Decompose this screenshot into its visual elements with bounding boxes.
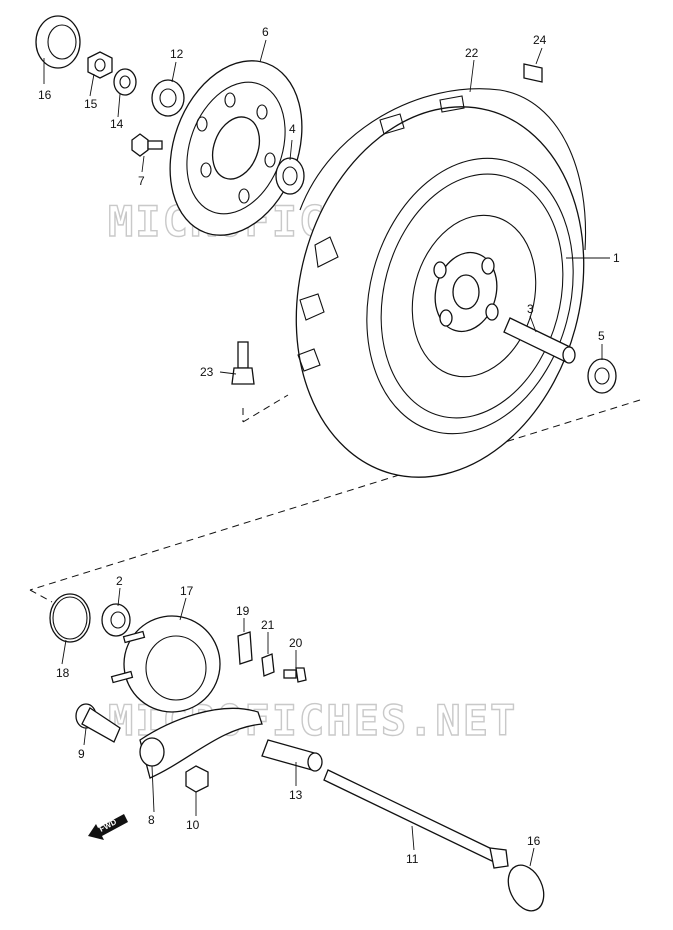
alignment-lines bbox=[29, 394, 641, 603]
bearing-4 bbox=[275, 157, 305, 195]
callout-4: 4 bbox=[289, 122, 296, 136]
callout-13: 13 bbox=[289, 788, 303, 802]
spacer-13 bbox=[261, 739, 323, 772]
leader-lines bbox=[43, 39, 610, 867]
callout-8: 8 bbox=[148, 813, 155, 827]
callout-19: 19 bbox=[236, 604, 250, 618]
callout-22: 22 bbox=[465, 46, 479, 60]
callout-24: 24 bbox=[533, 33, 547, 47]
adjuster-9 bbox=[75, 703, 121, 743]
nut-10 bbox=[185, 765, 209, 793]
cap-16-top bbox=[35, 15, 81, 69]
valve-23 bbox=[231, 341, 255, 385]
callout-1: 1 bbox=[613, 251, 620, 265]
nut-15 bbox=[87, 51, 113, 79]
callout-17: 17 bbox=[180, 584, 194, 598]
callout-6: 6 bbox=[262, 25, 269, 39]
callout-7: 7 bbox=[138, 174, 145, 188]
bracket-19 bbox=[237, 631, 253, 665]
callout-16-bottom: 16 bbox=[527, 834, 541, 848]
axle-11 bbox=[323, 769, 509, 869]
callout-14: 14 bbox=[110, 117, 124, 131]
bolt-20 bbox=[283, 667, 307, 683]
bearing-2 bbox=[101, 603, 131, 637]
fwd-direction-icon: FWD bbox=[88, 814, 128, 840]
clip-24 bbox=[523, 63, 543, 83]
callout-20: 20 bbox=[289, 636, 303, 650]
bearing-5 bbox=[587, 358, 617, 394]
callout-16-top: 16 bbox=[38, 88, 52, 102]
hub-17 bbox=[110, 615, 221, 713]
callout-21: 21 bbox=[261, 618, 275, 632]
callout-9: 9 bbox=[78, 747, 85, 761]
callout-15: 15 bbox=[84, 97, 98, 111]
callout-18: 18 bbox=[56, 666, 70, 680]
o-ring-18 bbox=[49, 593, 91, 643]
plate-21 bbox=[261, 653, 275, 677]
collar-3 bbox=[503, 317, 576, 364]
callout-23: 23 bbox=[200, 365, 214, 379]
callout-labels: 16 15 14 12 6 7 4 22 24 1 3 5 23 2 17 18… bbox=[38, 25, 620, 866]
wheel-tire-assembly bbox=[295, 88, 587, 478]
spacer-12 bbox=[151, 79, 185, 117]
callout-10: 10 bbox=[186, 818, 200, 832]
callout-2: 2 bbox=[116, 574, 123, 588]
cap-16-bottom bbox=[507, 864, 545, 912]
callout-5: 5 bbox=[598, 329, 605, 343]
washer-14 bbox=[113, 68, 137, 96]
bolt-7 bbox=[131, 133, 163, 157]
callout-12: 12 bbox=[170, 47, 184, 61]
callout-11: 11 bbox=[406, 852, 419, 866]
brake-disc bbox=[169, 60, 303, 236]
callout-3: 3 bbox=[527, 302, 534, 316]
